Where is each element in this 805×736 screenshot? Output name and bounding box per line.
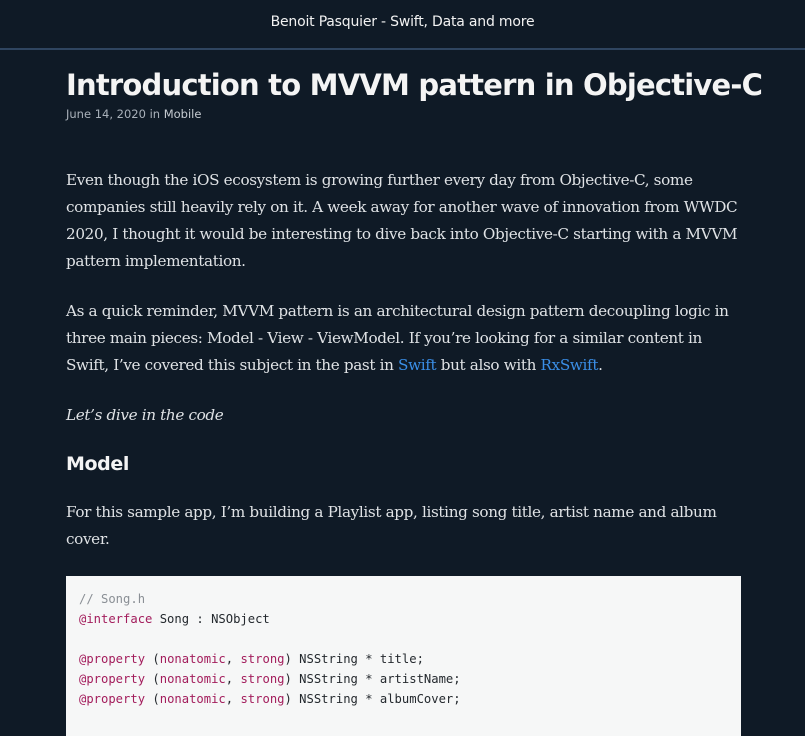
code-keyword: strong: [240, 672, 285, 686]
code-keyword: strong: [240, 652, 285, 666]
site-title-link[interactable]: Benoit Pasquier - Swift, Data and more: [270, 14, 535, 30]
code-text: (: [145, 672, 160, 686]
article: Introduction to MVVM pattern in Objectiv…: [66, 50, 763, 736]
code-text: (: [145, 692, 160, 706]
paragraph-intro: Even though the iOS ecosystem is growing…: [66, 171, 738, 270]
post-date: June 14, 2020: [66, 107, 146, 121]
code-text: ,: [225, 652, 241, 666]
code-keyword: nonatomic: [159, 652, 226, 666]
code-text: Song : NSObject: [152, 612, 270, 626]
code-keyword: @property: [79, 672, 146, 686]
paragraph-reminder-end: .: [598, 356, 603, 374]
paragraph-dive-in: Let’s dive in the code: [66, 406, 224, 424]
code-text: ,: [225, 672, 241, 686]
code-text: (: [145, 652, 160, 666]
code-keyword: strong: [240, 692, 285, 706]
code-text: ,: [225, 692, 241, 706]
code-block: // Song.h @interface Song : NSObject @prop…: [66, 576, 741, 736]
post-meta: June 14, 2020 in Mobile: [66, 106, 741, 122]
section-heading-model: Model: [66, 453, 129, 475]
paragraph-reminder: As a quick reminder, MVVM pattern is an …: [66, 298, 741, 379]
paragraph-reminder-middle: but also with: [436, 356, 541, 374]
post-title: Introduction to MVVM pattern in Objectiv…: [66, 68, 763, 102]
code-text: ) NSString * artistName;: [284, 672, 461, 686]
code-text: ) NSString * title;: [284, 652, 424, 666]
code-line: @property (nonatomic, strong) NSString *…: [79, 669, 728, 689]
rxswift-link[interactable]: RxSwift: [540, 356, 599, 374]
code-keyword: nonatomic: [159, 672, 226, 686]
code-line: // Song.h: [79, 589, 728, 609]
swift-link[interactable]: Swift: [398, 356, 437, 374]
code-keyword: @property: [79, 652, 146, 666]
code-line-blank: [79, 629, 728, 649]
code-line: @property (nonatomic, strong) NSString *…: [79, 649, 728, 669]
code-text: ) NSString * albumCover;: [284, 692, 461, 706]
post-category-link[interactable]: Mobile: [163, 107, 202, 121]
paragraph-reminder-text: As a quick reminder, MVVM pattern is an …: [66, 302, 729, 374]
paragraph-sample-app: For this sample app, I’m building a Play…: [66, 503, 717, 548]
code-line: @interface Song : NSObject: [79, 609, 728, 629]
code-comment: // Song.h: [79, 592, 146, 606]
code-keyword: nonatomic: [159, 692, 226, 706]
code-line: @property (nonatomic, strong) NSString *…: [79, 689, 728, 709]
post-body: Even though the iOS ecosystem is growing…: [66, 167, 741, 736]
code-keyword: @property: [79, 692, 146, 706]
post-meta-in: in: [149, 107, 161, 121]
site-header: Benoit Pasquier - Swift, Data and more: [0, 0, 805, 50]
code-keyword: @interface: [79, 612, 153, 626]
